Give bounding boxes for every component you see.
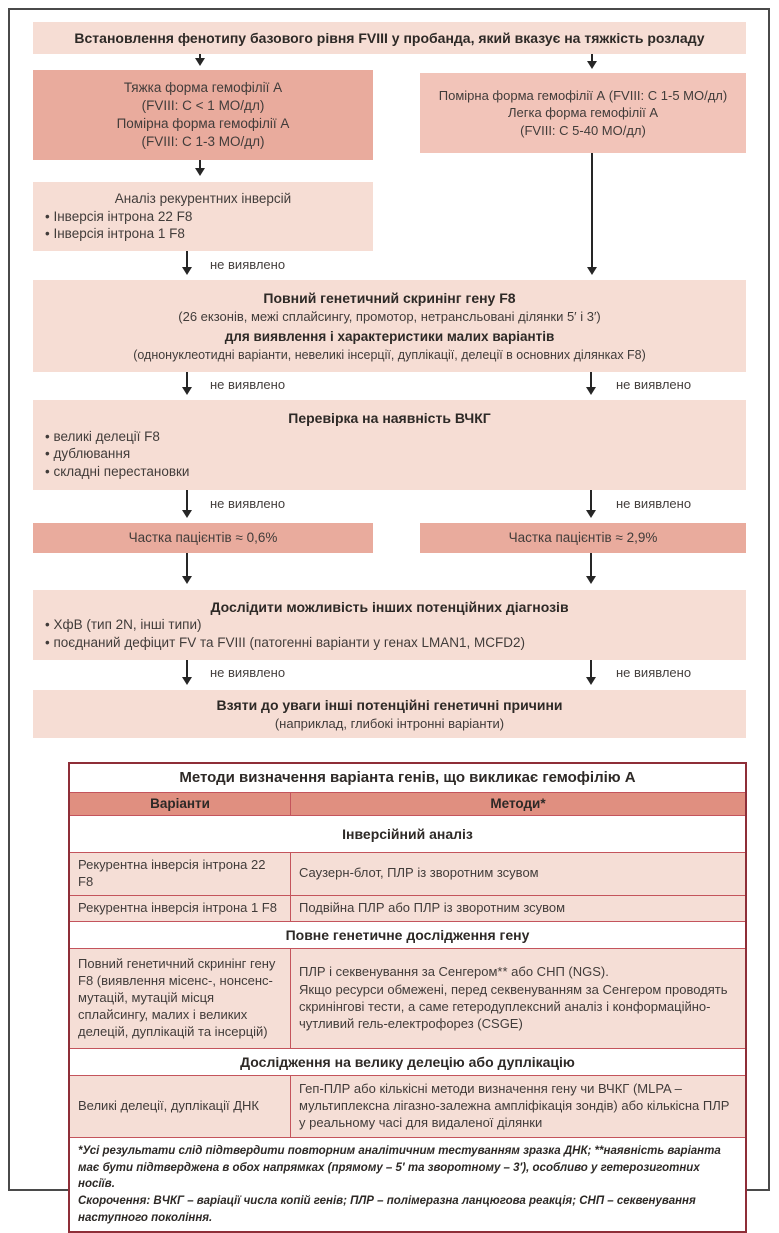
arrow-screening-right xyxy=(590,372,592,392)
method-cell: Геп-ПЛР або кількісні методи визначення … xyxy=(290,1076,745,1138)
other-diagnoses-bullet: • ХфВ (тип 2N, інші типи) xyxy=(45,617,202,633)
cnv-bullet: • великі делеції F8 xyxy=(45,428,160,444)
patient-share-left-box: Частка пацієнтів ≈ 0,6% xyxy=(33,523,373,553)
table-row: Рекурентна інверсія інтрона 22 F8 Саузер… xyxy=(70,852,745,895)
section-header-text: Інверсійний аналіз xyxy=(342,825,473,842)
not-detected-label: не виявлено xyxy=(210,257,286,272)
patient-share-right-text: Частка пацієнтів ≈ 2,9% xyxy=(508,530,658,546)
section-header-text: Повне генетичне дослідження гену xyxy=(285,926,530,943)
not-detected-label: не виявлено xyxy=(210,377,286,392)
screening-line: (26 екзонів, межі сплайсингу, промотор, … xyxy=(178,308,601,324)
section-full-gene-study: Повне генетичне дослідження гену xyxy=(70,920,745,948)
severe-line: Помірна форма гемофілії А xyxy=(116,116,290,131)
table-title-row: Методи визначення варіанта генів, що вик… xyxy=(70,764,745,792)
table-row: Великі делеції, дуплікації ДНК Геп-ПЛР а… xyxy=(70,1075,745,1138)
severe-line: (FVIII: C 1-3 МО/дл) xyxy=(141,133,265,149)
not-detected-label: не виявлено xyxy=(616,496,692,511)
table-title-text: Методи визначення варіанта генів, що вик… xyxy=(179,769,636,787)
header-variants: Варіанти xyxy=(150,796,210,812)
severe-line: Тяжка форма гемофілії А xyxy=(123,80,283,96)
not-detected-label: не виявлено xyxy=(616,665,692,680)
severe-line: (FVIII: C < 1 МО/дл) xyxy=(141,98,265,114)
table-header-row: Варіанти Методи* xyxy=(70,792,745,815)
mild-line: Легка форма гемофілії А xyxy=(507,105,659,121)
table-footnote-row: *Усі результати слід підтвердити повторн… xyxy=(70,1137,745,1232)
cnv-bullet: • складні перестановки xyxy=(45,464,190,480)
variant-cell: Великі делеції, дуплікації ДНК xyxy=(78,1098,259,1114)
arrow-inversion-down xyxy=(186,251,188,272)
inversion-bullet: • Інверсія інтрона 22 F8 xyxy=(45,208,193,224)
not-detected-label: не виявлено xyxy=(616,377,692,392)
arrow-title-right xyxy=(591,54,593,66)
other-diagnoses-bullet: • поєднаний дефіцит FV та FVIII (патоген… xyxy=(45,635,525,651)
method-paragraph: Якщо ресурси обмежені, перед секвенуванн… xyxy=(299,982,728,1032)
severe-hemophilia-box: Тяжка форма гемофілії А (FVIII: C < 1 МО… xyxy=(33,70,373,160)
final-causes-box: Взяти до уваги інші потенційні генетичні… xyxy=(33,690,746,738)
arrow-other-right xyxy=(590,660,592,682)
method-cell: Саузерн-блот, ПЛР із зворотним зсувом xyxy=(290,853,745,895)
arrow-mild-down xyxy=(591,153,593,272)
variant-cell: Рекурентна інверсія інтрона 1 F8 xyxy=(78,899,277,915)
section-header-text: Дослідження на велику делецію або дуплік… xyxy=(240,1053,575,1070)
cnv-bullet: • дублювання xyxy=(45,446,131,462)
flow-title-box: Встановлення фенотипу базового рівня FVI… xyxy=(33,22,746,54)
not-detected-label: не виявлено xyxy=(210,496,286,511)
method-cell: Подвійна ПЛР або ПЛР із зворотним зсувом xyxy=(290,895,745,921)
mild-line: (FVIII: C 5-40 МО/дл) xyxy=(520,122,646,138)
arrow-cnv-left xyxy=(186,490,188,515)
other-diagnoses-title: Дослідити можливість інших потенційних д… xyxy=(210,598,569,615)
arrow-severe-down xyxy=(199,160,201,173)
screening-line: для виявлення і характеристики малих вар… xyxy=(224,328,555,344)
screening-line: (однонуклеотидні варіанти, невеликі інсе… xyxy=(133,348,646,363)
final-causes-subtitle: (наприклад, глибокі інтронні варіанти) xyxy=(274,715,505,731)
patient-share-left-text: Частка пацієнтів ≈ 0,6% xyxy=(128,530,278,546)
inversion-bullet: • Інверсія інтрона 1 F8 xyxy=(45,226,185,242)
footnote-text: *Усі результати слід підтвердити повторн… xyxy=(78,1145,721,1191)
table-row: Рекурентна інверсія інтрона 1 F8 Подвійн… xyxy=(70,894,745,921)
arrow-share-left-down xyxy=(186,553,188,581)
other-diagnoses-box: Дослідити можливість інших потенційних д… xyxy=(33,590,746,660)
screening-box: Повний генетичний скринінг гену F8 (26 е… xyxy=(33,280,746,372)
methods-table: Методи визначення варіанта генів, що вик… xyxy=(68,762,747,1233)
arrow-cnv-right xyxy=(590,490,592,515)
arrow-other-left xyxy=(186,660,188,682)
cnv-title: Перевірка на наявність ВЧКГ xyxy=(288,410,491,427)
method-cell: ПЛР і секвенування за Сенгером** або СНП… xyxy=(290,948,745,1048)
arrow-share-right-down xyxy=(590,553,592,581)
final-causes-title: Взяти до уваги інші потенційні генетичні… xyxy=(216,697,563,714)
mild-hemophilia-box: Помірна форма гемофілії А (FVIII: C 1-5 … xyxy=(420,73,746,153)
variant-cell: Рекурентна інверсія інтрона 22 F8 xyxy=(78,857,266,889)
not-detected-label: не виявлено xyxy=(210,665,286,680)
section-large-deletion: Дослідження на велику делецію або дуплік… xyxy=(70,1047,745,1076)
screening-line: Повний генетичний скринінг гену F8 xyxy=(263,289,516,306)
section-inversion-analysis: Інверсійний аналіз xyxy=(70,815,745,852)
flow-title-text: Встановлення фенотипу базового рівня FVI… xyxy=(74,29,705,46)
variant-cell: Повний генетичний скринінг гену F8 (вияв… xyxy=(78,956,276,1039)
mild-line: Помірна форма гемофілії А (FVIII: C 1-5 … xyxy=(438,88,728,104)
header-methods: Методи* xyxy=(290,793,745,815)
inversion-title: Аналіз рекурентних інверсій xyxy=(114,190,292,206)
table-row: Повний генетичний скринінг гену F8 (вияв… xyxy=(70,947,745,1048)
arrow-title-left xyxy=(199,54,201,63)
patient-share-right-box: Частка пацієнтів ≈ 2,9% xyxy=(420,523,746,553)
method-paragraph: ПЛР і секвенування за Сенгером** або СНП… xyxy=(299,963,609,979)
inversion-analysis-box: Аналіз рекурентних інверсій • Інверсія і… xyxy=(33,182,373,251)
arrow-screening-left xyxy=(186,372,188,392)
cnv-check-box: Перевірка на наявність ВЧКГ • великі дел… xyxy=(33,400,746,490)
footnote-abbreviations: Скорочення: ВЧКГ – варіації числа копій … xyxy=(78,1195,696,1224)
